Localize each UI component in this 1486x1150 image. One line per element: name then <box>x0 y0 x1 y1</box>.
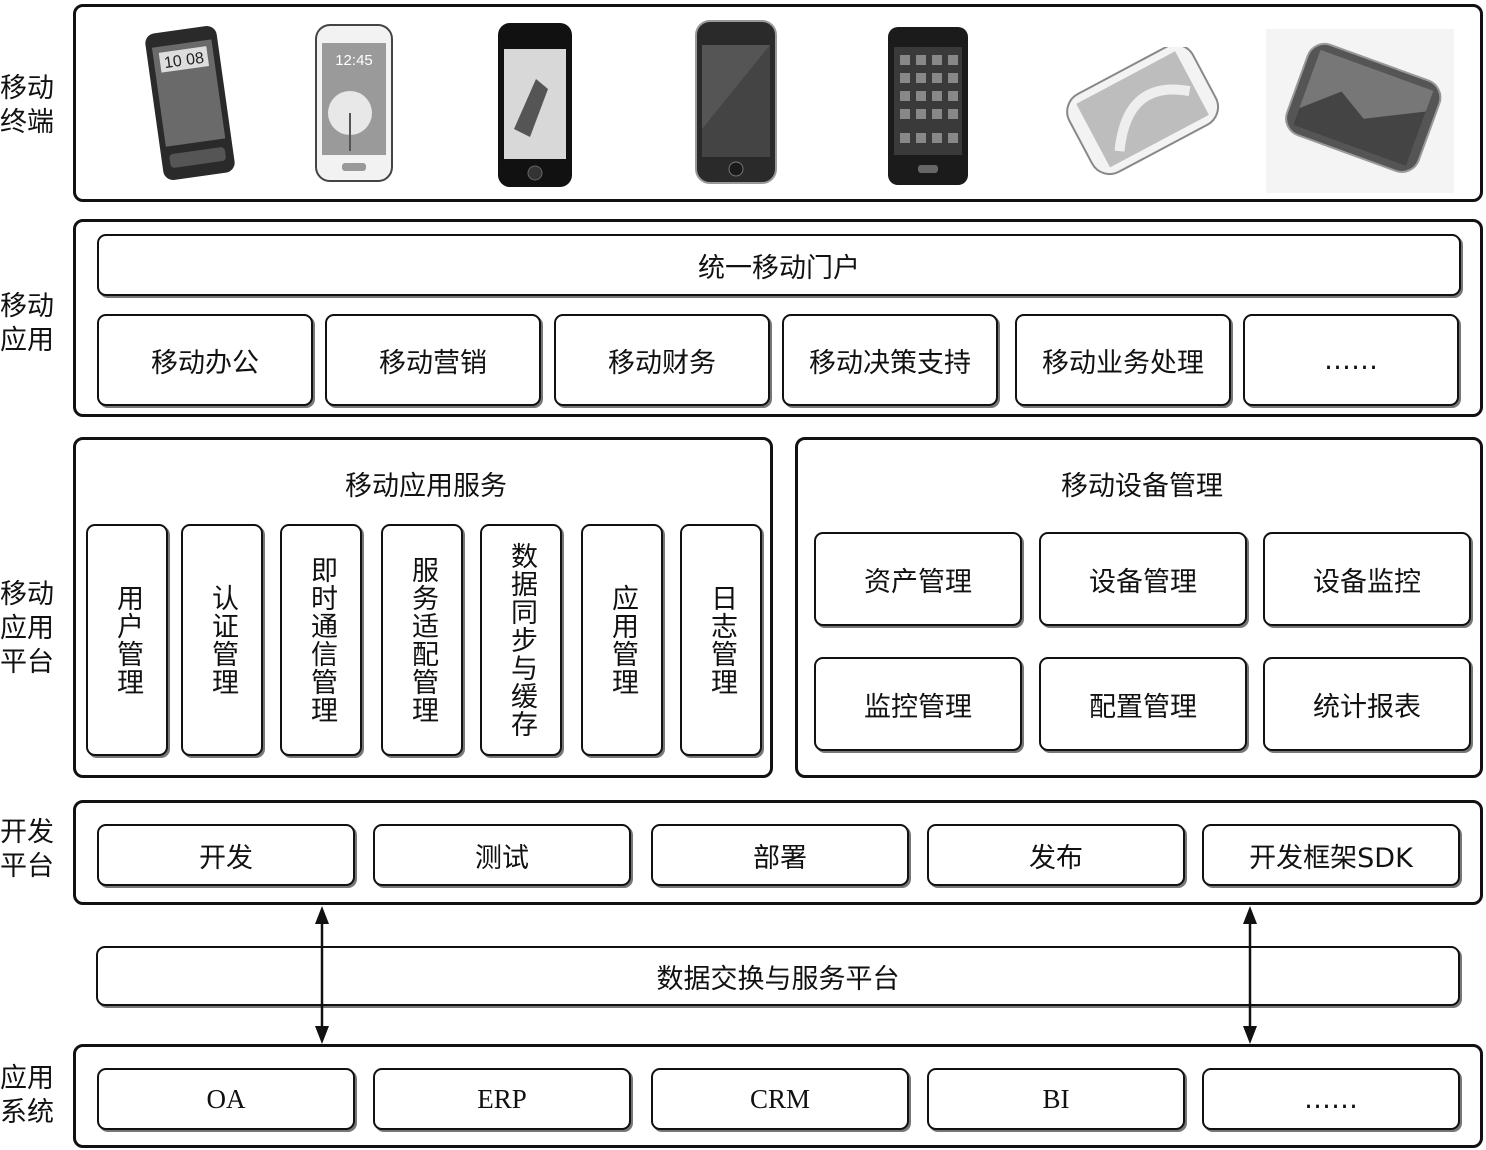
system-box: OA <box>97 1068 355 1130</box>
service-label: 即时通信管理 <box>306 556 337 724</box>
app-panel: 统一移动门户 移动办公 移动营销 移动财务 移动决策支持 移动业务处理 …… <box>73 219 1483 417</box>
terminal-panel: 10 08 12:45 <box>73 4 1483 202</box>
dev-box: 部署 <box>651 824 909 886</box>
app-box: 移动财务 <box>554 314 770 406</box>
service-box: 数据同步与缓存 <box>480 524 562 756</box>
phone-icon: 10 08 <box>142 23 238 183</box>
device-mgmt-panel: 移动设备管理 资产管理 设备管理 设备监控 监控管理 配置管理 统计报表 <box>795 437 1483 778</box>
dev-panel: 开发 测试 部署 发布 开发框架SDK <box>73 800 1483 905</box>
dev-box-sdk: 开发框架SDK <box>1202 824 1460 886</box>
phone-icon: 12:45 <box>306 21 402 185</box>
phone-icon <box>1266 29 1454 193</box>
service-box: 服务适配管理 <box>381 524 463 756</box>
system-box: CRM <box>651 1068 909 1130</box>
systems-panel: OA ERP CRM BI …… <box>73 1044 1483 1148</box>
portal-box: 统一移动门户 <box>97 234 1461 296</box>
service-label: 日志管理 <box>706 584 737 696</box>
app-services-panel: 移动应用服务 用户管理 认证管理 即时通信管理 服务适配管理 数据同步与缓存 应… <box>73 437 773 778</box>
device-box: 配置管理 <box>1039 657 1247 751</box>
system-box: ERP <box>373 1068 631 1130</box>
service-label: 应用管理 <box>607 584 638 696</box>
layer-label-dev: 开发 平台 <box>0 817 54 882</box>
phone-icon <box>1056 47 1226 187</box>
app-box: 移动营销 <box>325 314 541 406</box>
device-box: 设备监控 <box>1263 532 1471 626</box>
dev-box: 开发 <box>97 824 355 886</box>
app-box: 移动办公 <box>97 314 313 406</box>
system-box: BI <box>927 1068 1185 1130</box>
system-box-more: …… <box>1202 1068 1460 1130</box>
phone-clock-2: 12:45 <box>335 52 373 69</box>
service-label: 认证管理 <box>207 584 238 696</box>
service-box: 认证管理 <box>181 524 263 756</box>
app-box-more: …… <box>1243 314 1459 406</box>
layer-label-sys: 应用 系统 <box>0 1063 54 1128</box>
phone-icon <box>688 19 784 185</box>
service-box: 日志管理 <box>680 524 762 756</box>
app-box: 移动决策支持 <box>782 314 998 406</box>
device-box: 资产管理 <box>814 532 1022 626</box>
phone-clock-1: 10 08 <box>163 50 205 72</box>
service-label: 服务适配管理 <box>407 556 438 724</box>
phone-icon <box>880 25 976 189</box>
app-services-title: 移动应用服务 <box>345 471 507 502</box>
double-arrow-icon <box>315 906 329 1044</box>
exchange-box: 数据交换与服务平台 <box>96 946 1460 1006</box>
dev-box: 发布 <box>927 824 1185 886</box>
service-box: 用户管理 <box>86 524 168 756</box>
device-box: 统计报表 <box>1263 657 1471 751</box>
device-box: 设备管理 <box>1039 532 1247 626</box>
service-box: 即时通信管理 <box>280 524 362 756</box>
app-box: 移动业务处理 <box>1015 314 1231 406</box>
device-box: 监控管理 <box>814 657 1022 751</box>
device-mgmt-title: 移动设备管理 <box>1061 471 1223 502</box>
service-box: 应用管理 <box>581 524 663 756</box>
phone-icon <box>486 19 584 191</box>
layer-label-app: 移动 应用 <box>0 291 54 356</box>
layer-label-platform: 移动 应用 平台 <box>0 579 54 678</box>
service-label: 用户管理 <box>112 584 143 696</box>
service-label: 数据同步与缓存 <box>506 542 537 738</box>
double-arrow-icon <box>1243 906 1257 1044</box>
layer-label-terminal: 移动 终端 <box>0 73 54 138</box>
dev-box: 测试 <box>373 824 631 886</box>
